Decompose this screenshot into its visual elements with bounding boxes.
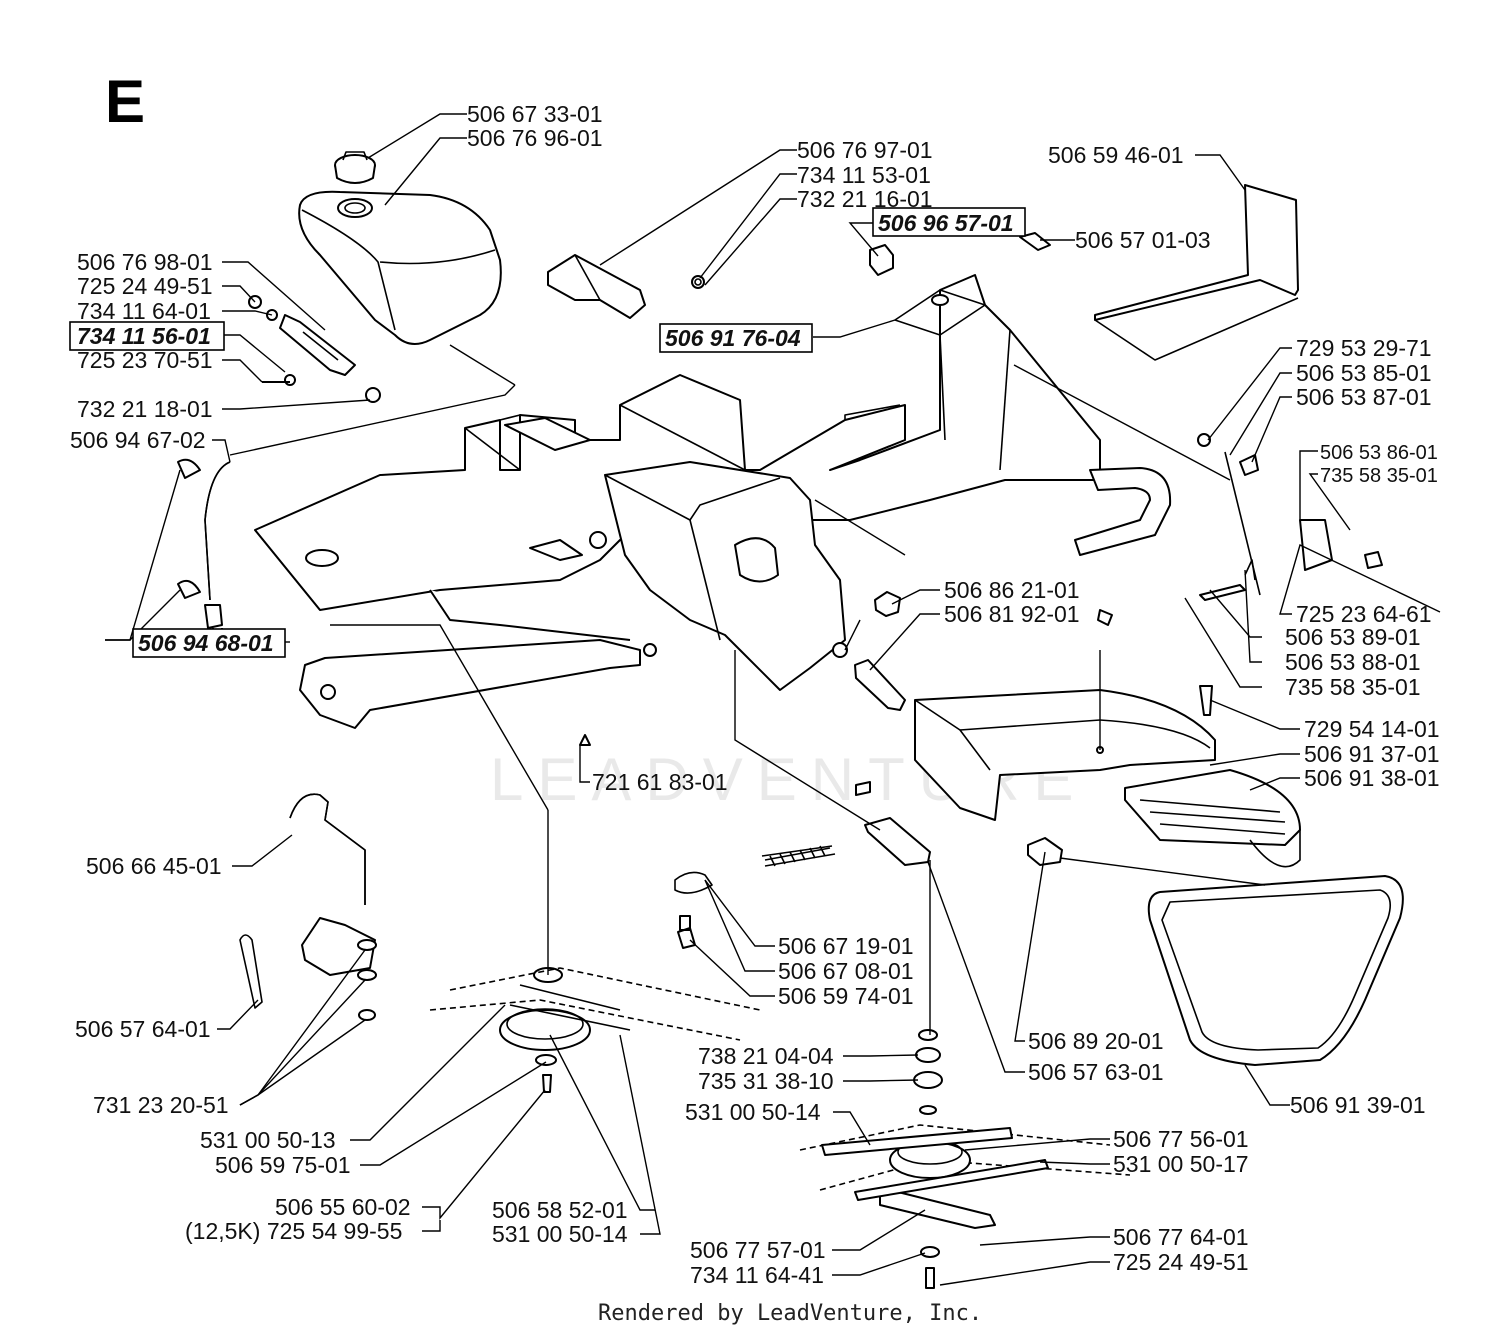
part-label: 506 77 56-01 [1113,1126,1249,1152]
part-label-boxed: 506 94 68-01 [138,630,274,656]
part-label: 506 67 08-01 [778,958,914,984]
side-cover [1147,875,1404,1066]
lift-rod [289,793,366,905]
right-pulley [821,1029,1049,1289]
label-box [659,323,813,353]
part-label: 506 53 88-01 [1285,649,1421,675]
part-label: 506 67 19-01 [778,933,914,959]
grille [1124,769,1301,868]
part-label: 506 94 67-02 [70,427,206,453]
part-label: 725 24 49-51 [1113,1249,1249,1275]
part-label: 725 23 64-61 [1296,601,1432,627]
part-label: 731 23 20-51 [93,1092,229,1118]
part-label: 725 23 70-51 [77,347,213,373]
bracket-plate [239,917,377,1021]
part-label-boxed: 506 96 57-01 [878,210,1014,236]
part-label: 506 77 57-01 [690,1237,826,1263]
footer-credit: Rendered by LeadVenture, Inc. [598,1301,982,1326]
left-pulley [499,967,631,1093]
part-label: 506 57 63-01 [1028,1059,1164,1085]
tensioner-plate [864,817,931,866]
part-label: 506 89 20-01 [1028,1028,1164,1054]
clip [1027,837,1063,866]
part-label: 531 00 50-13 [200,1127,336,1153]
part-label: 729 54 14-01 [1304,716,1440,742]
part-label: 506 55 60-02 [275,1194,411,1220]
seat-bracket [547,254,705,319]
part-label: 721 61 83-01 [592,769,728,795]
part-label: 506 66 45-01 [86,853,222,879]
part-label: 506 53 85-01 [1296,360,1432,386]
part-label: 506 81 92-01 [944,601,1080,627]
part-label: 506 58 52-01 [492,1197,628,1223]
part-label: 734 11 53-01 [797,162,931,188]
part-label: 506 67 33-01 [467,101,603,127]
part-label: 506 57 64-01 [75,1016,211,1042]
part-label: 506 57 01-03 [1075,227,1211,253]
part-label: 735 58 35-01 [1285,674,1421,700]
part-label: 734 11 64-41 [690,1262,824,1288]
part-label: 506 53 86-01 [1320,442,1438,464]
label-box [69,321,225,351]
part-label-boxed: 734 11 56-01 [77,323,211,349]
bolt-nut [854,591,906,711]
label-box [132,628,286,658]
spring [674,845,836,894]
section-letter: E [105,68,145,135]
part-label: 506 59 75-01 [215,1152,351,1178]
fuel-tank [298,190,502,345]
part-label: 506 76 96-01 [467,125,603,151]
part-label: 732 21 18-01 [77,396,213,422]
part-label: 735 58 35-01 [1320,465,1438,487]
label-box [872,207,1026,237]
part-label: 735 31 38-10 [698,1068,834,1094]
plug [869,244,894,276]
rear-cover [914,689,1216,821]
part-label: 506 91 38-01 [1304,765,1440,791]
part-label: 506 53 89-01 [1285,624,1421,650]
part-label: 506 91 37-01 [1304,741,1440,767]
part-label: 506 86 21-01 [944,577,1080,603]
part-label: 506 59 74-01 [778,983,914,1009]
part-label: 531 00 50-17 [1113,1151,1249,1177]
part-label: 506 76 98-01 [77,249,213,275]
part-label-boxed: 506 91 76-04 [665,325,801,351]
fuel-cap [334,151,376,184]
lower-frame [299,589,657,729]
part-label: 729 53 29-71 [1296,335,1432,361]
part-label: 531 00 50-14 [492,1221,628,1247]
leader-lines [105,113,1441,1286]
part-drawings [177,151,1404,1289]
part-label: 506 77 64-01 [1113,1224,1249,1250]
part-label: 725 24 49-51 [77,273,213,299]
fuel-line [177,458,231,646]
part-label: 734 11 64-01 [77,298,211,324]
part-label: 531 00 50-14 [685,1099,821,1125]
tank-bracket [248,295,381,403]
part-label: 506 53 87-01 [1296,384,1432,410]
pulley-bracket [529,461,848,691]
part-labels: 506 67 33-01 506 76 96-01 506 76 97-01 7… [69,101,1440,1288]
part-label: (12,5K) 725 54 99-55 [185,1218,402,1244]
part-label: 506 91 39-01 [1290,1092,1426,1118]
part-label: 506 59 46-01 [1048,142,1184,168]
footrest-cover [1019,184,1299,361]
throttle-linkage [579,433,1383,796]
tube-handle [1074,467,1172,556]
part-label: 506 76 97-01 [797,137,933,163]
part-label: 738 21 04-04 [698,1043,834,1069]
